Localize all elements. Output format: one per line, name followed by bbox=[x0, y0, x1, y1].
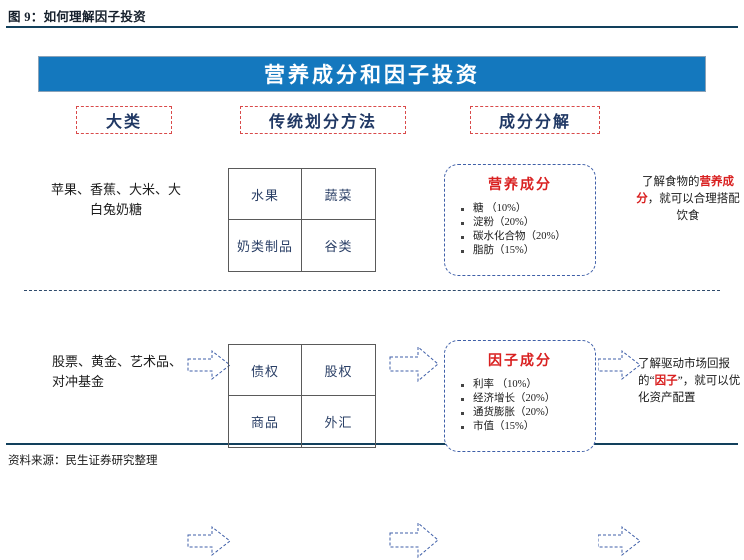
grid-cell: 股权 bbox=[302, 345, 375, 396]
figure-caption: 图 9：如何理解因子投资 bbox=[8, 10, 146, 24]
component-panel-title: 因子成分 bbox=[488, 354, 552, 369]
row-left-label: 股票、黄金、艺术品、对冲基金 bbox=[52, 354, 183, 389]
right-arrow-icon bbox=[598, 348, 642, 382]
conclusion-pre: 了解食物的 bbox=[642, 176, 700, 188]
grid-cell: 蔬菜 bbox=[302, 169, 375, 220]
row-conclusion: 了解食物的营养成分，就可以合理搭配饮食 bbox=[636, 174, 740, 225]
column-header-traditional-method: 传统划分方法 bbox=[240, 106, 406, 134]
grid-cell: 谷类 bbox=[324, 239, 353, 254]
right-arrow-icon bbox=[598, 524, 642, 558]
conclusion-highlight: 营养成分 bbox=[636, 176, 734, 205]
component-panel: 营养成分 糖 （10%） 淀粉（20%） 碳水化合物（20%） 脂肪（15%） bbox=[444, 164, 596, 276]
conclusion-pre: 了解驱动市场回报的“ bbox=[638, 358, 730, 387]
right-arrow-icon bbox=[186, 524, 232, 558]
row-left-label: 苹果、香蕉、大米、大白兔奶糖 bbox=[50, 182, 181, 217]
component-list-item: 淀粉（20%） bbox=[461, 216, 595, 230]
component-list-item: 通货膨胀（20%） bbox=[461, 406, 595, 420]
diagram-canvas: 营养成分和因子投资 大类 传统划分方法 成分分解 苹果、香蕉、大米、大白兔奶糖 … bbox=[0, 30, 744, 559]
component-list-item: 脂肪（15%） bbox=[461, 244, 595, 258]
component-list-item: 利率 （10%） bbox=[461, 378, 595, 392]
conclusion-highlight: 因子 bbox=[654, 375, 678, 387]
component-list: 糖 （10%） 淀粉（20%） 碳水化合物（20%） 脂肪（15%） bbox=[445, 202, 595, 258]
component-panel-title: 营养成分 bbox=[488, 178, 552, 193]
classification-grid: 债权 股权 商品 外汇 bbox=[228, 344, 376, 448]
column-header-decomposition: 成分分解 bbox=[470, 106, 600, 134]
figure-source: 资料来源：民生证券研究整理 bbox=[8, 455, 158, 467]
column-header-category: 大类 bbox=[76, 106, 172, 134]
row-conclusion: 了解驱动市场回报的“因子”，就可以优化资产配置 bbox=[638, 356, 742, 407]
diagram-row-nutrition: 苹果、香蕉、大米、大白兔奶糖 水果 蔬菜 奶类制品 谷类 营养成分 糖 （10%… bbox=[0, 156, 744, 383]
conclusion-post: ”，就可以优化资产配置 bbox=[638, 375, 741, 404]
diagram-banner: 营养成分和因子投资 bbox=[38, 56, 706, 92]
grid-cell: 外汇 bbox=[324, 415, 353, 430]
component-list-item: 糖 （10%） bbox=[461, 202, 595, 216]
component-panel: 因子成分 利率 （10%） 经济增长（20%） 通货膨胀（20%） 市值（15%… bbox=[444, 340, 596, 452]
diagram-banner-title: 营养成分和因子投资 bbox=[264, 63, 480, 87]
component-list-item: 经济增长（20%） bbox=[461, 392, 595, 406]
grid-cell: 商品 bbox=[229, 396, 302, 447]
row-divider bbox=[24, 290, 720, 291]
grid-cell: 水果 bbox=[229, 169, 302, 220]
right-arrow-icon bbox=[388, 520, 440, 560]
component-list-item: 市值（15%） bbox=[461, 420, 595, 434]
diagram-row-factor: 股票、黄金、艺术品、对冲基金 债权 股权 商品 外汇 因子成分 利率 （10%）… bbox=[0, 330, 744, 559]
classification-grid: 水果 蔬菜 奶类制品 谷类 bbox=[228, 168, 376, 272]
grid-cell: 债权 bbox=[229, 345, 302, 396]
right-arrow-icon bbox=[186, 348, 232, 382]
component-list: 利率 （10%） 经济增长（20%） 通货膨胀（20%） 市值（15%） bbox=[445, 378, 595, 434]
component-list-item: 碳水化合物（20%） bbox=[461, 230, 595, 244]
conclusion-post: ，就可以合理搭配饮食 bbox=[647, 193, 740, 222]
right-arrow-icon bbox=[388, 344, 440, 384]
caption-rule-bottom bbox=[6, 443, 738, 445]
grid-cell: 奶类制品 bbox=[229, 220, 302, 271]
caption-rule-top bbox=[6, 26, 738, 28]
